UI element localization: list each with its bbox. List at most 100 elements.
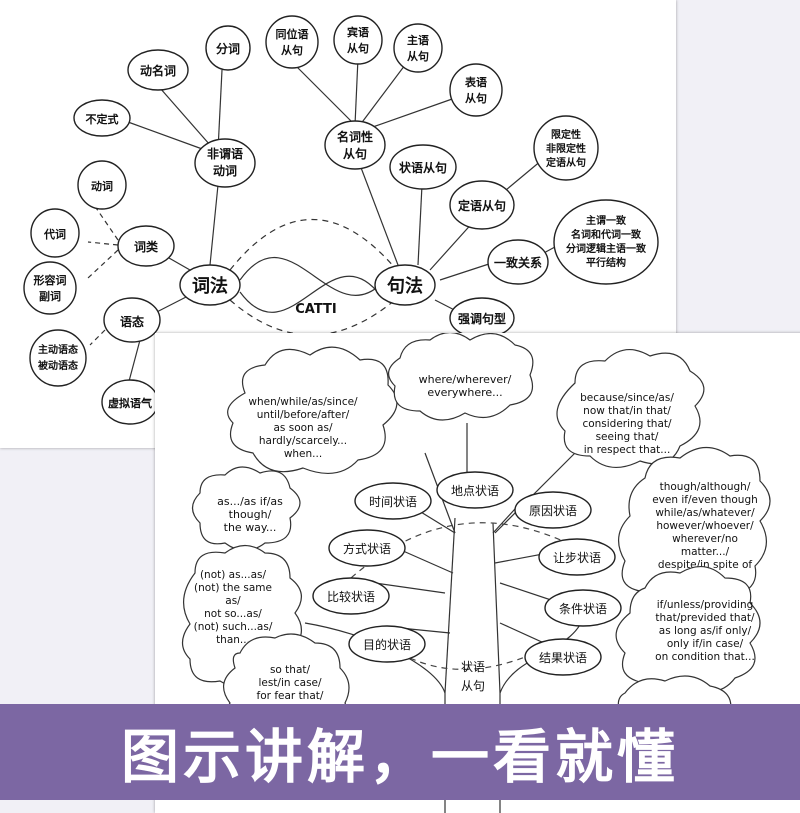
branch-shijian: 时间状语 <box>354 482 432 520</box>
svg-text:though/: though/ <box>229 508 272 521</box>
hub-cifa: 词法 <box>179 264 241 306</box>
svg-text:定语从句: 定语从句 <box>546 156 586 169</box>
svg-text:一致关系: 一致关系 <box>494 255 542 270</box>
svg-text:状语从句: 状语从句 <box>399 160 447 175</box>
svg-text:让步状语: 让步状语 <box>553 551 601 565</box>
node-biaoyu: 表语 从句 <box>449 63 503 117</box>
grammar-mindmap-sheet-back: 词法 句法 CATTI 分词 动名词 不定式 非谓语 动词 动词 代词 词类 形… <box>0 0 676 448</box>
svg-text:hardly/scarcely...: hardly/scarcely... <box>259 435 347 447</box>
svg-text:动名词: 动名词 <box>140 63 176 78</box>
svg-text:主谓一致: 主谓一致 <box>586 214 627 227</box>
svg-text:everywhere...: everywhere... <box>427 386 502 399</box>
svg-text:条件状语: 条件状语 <box>559 602 607 616</box>
svg-text:if/unless/providing: if/unless/providing <box>657 599 754 611</box>
svg-text:however/whoever/: however/whoever/ <box>656 520 754 532</box>
svg-text:主语: 主语 <box>407 33 429 47</box>
svg-text:(not) such...as/: (not) such...as/ <box>194 621 273 633</box>
adverbial-clause-mindmap: when/while/as/since/ until/before/after/… <box>181 333 771 813</box>
grammar-mindmap-back: 词法 句法 CATTI 分词 动名词 不定式 非谓语 动词 动词 代词 词类 形… <box>23 15 659 425</box>
branch-bijiao: 比较状语 <box>312 577 390 615</box>
svg-text:while/as/whatever/: while/as/whatever/ <box>655 507 755 519</box>
svg-text:代词: 代词 <box>43 227 66 241</box>
svg-text:从句: 从句 <box>343 146 367 161</box>
promo-banner: 图示讲解，一看就懂 <box>0 704 800 800</box>
svg-text:分词逻辑主语一致: 分词逻辑主语一致 <box>566 242 647 255</box>
svg-text:for fear that/: for fear that/ <box>257 690 324 702</box>
node-xianding: 限定性 非限定性 定语从句 <box>533 115 599 181</box>
node-daici: 代词 <box>30 208 80 258</box>
cloud-place: where/wherever/ everywhere... <box>388 333 534 421</box>
svg-text:形容词: 形容词 <box>34 273 67 287</box>
svg-text:状语: 状语 <box>461 660 485 674</box>
cloud-time: when/while/as/since/ until/before/after/… <box>227 346 398 475</box>
svg-text:从句: 从句 <box>461 679 485 693</box>
svg-text:虚拟语气: 虚拟语气 <box>108 396 152 410</box>
svg-text:分词: 分词 <box>216 41 240 56</box>
branch-mudi: 目的状语 <box>348 625 426 663</box>
node-dongmingci: 动名词 <box>127 49 189 91</box>
node-qiangdiao: 强调句型 <box>449 297 515 339</box>
svg-text:动词: 动词 <box>91 179 113 193</box>
svg-text:词类: 词类 <box>134 239 159 254</box>
svg-text:even if/even though: even if/even though <box>652 494 758 506</box>
banner-text: 图示讲解，一看就懂 <box>120 723 679 791</box>
node-zhudong: 主动语态 被动语态 <box>29 329 87 387</box>
node-dongci: 动词 <box>77 160 127 210</box>
node-budingshi: 不定式 <box>73 99 131 137</box>
svg-text:比较状语: 比较状语 <box>327 589 375 604</box>
svg-text:定语从句: 定语从句 <box>458 198 506 213</box>
hub-jufa: 句法 <box>374 264 436 306</box>
node-tongweiyu: 同位语 从句 <box>265 15 319 69</box>
svg-text:名词和代词一致: 名词和代词一致 <box>571 228 642 241</box>
hub-cifa-label: 词法 <box>192 275 228 297</box>
svg-text:when...: when... <box>284 448 322 460</box>
svg-text:语态: 语态 <box>120 314 144 329</box>
branch-didian: 地点状语 <box>436 471 514 509</box>
node-binyu: 宾语 从句 <box>333 15 383 65</box>
branch-rangbu: 让步状语 <box>538 538 616 576</box>
svg-text:only if/in case/: only if/in case/ <box>667 638 744 650</box>
svg-text:where/wherever/: where/wherever/ <box>419 373 512 386</box>
node-feiweiyu: 非谓语 动词 <box>194 138 256 188</box>
svg-text:as long as/if only/: as long as/if only/ <box>659 625 752 637</box>
svg-text:than...: than... <box>216 634 250 646</box>
svg-text:though/although/: though/although/ <box>660 481 751 493</box>
node-dingyu: 定语从句 <box>449 180 515 230</box>
svg-text:主动语态: 主动语态 <box>38 343 78 356</box>
center-label: CATTI <box>295 302 336 317</box>
svg-text:as.../as if/as: as.../as if/as <box>217 495 283 508</box>
node-yutai: 语态 <box>103 297 161 343</box>
root-label: 状语 从句 <box>461 660 485 693</box>
svg-text:as soon as/: as soon as/ <box>274 422 333 434</box>
svg-text:表语: 表语 <box>464 75 487 89</box>
svg-text:被动语态: 被动语态 <box>38 359 78 372</box>
svg-text:时间状语: 时间状语 <box>369 495 417 509</box>
svg-text:地点状语: 地点状语 <box>451 484 499 498</box>
svg-text:as/: as/ <box>225 595 241 607</box>
svg-text:considering that/: considering that/ <box>582 418 672 430</box>
svg-text:when/while/as/since/: when/while/as/since/ <box>248 396 358 408</box>
cloud-condition: if/unless/providing that/previded that/ … <box>615 566 761 695</box>
svg-text:not so...as/: not so...as/ <box>204 608 262 620</box>
svg-text:in respect that...: in respect that... <box>584 444 671 456</box>
svg-text:that/previded that/: that/previded that/ <box>655 612 755 624</box>
node-cilei: 词类 <box>117 225 175 267</box>
svg-text:结果状语: 结果状语 <box>539 651 587 665</box>
svg-text:(not) the same: (not) the same <box>194 582 272 594</box>
svg-text:(not) as...as/: (not) as...as/ <box>200 569 267 581</box>
svg-text:on condition that...: on condition that... <box>655 651 755 663</box>
node-zhuyu: 主语 从句 <box>393 23 443 73</box>
svg-text:从句: 从句 <box>281 43 303 57</box>
branch-yuanyin: 原因状语 <box>514 491 592 529</box>
node-yizhi-detail: 主谓一致 名词和代词一致 分词逻辑主语一致 平行结构 <box>553 199 659 285</box>
svg-text:副词: 副词 <box>39 289 61 303</box>
svg-text:seeing that/: seeing that/ <box>596 431 659 443</box>
svg-text:原因状语: 原因状语 <box>529 504 577 518</box>
svg-text:名词性: 名词性 <box>337 129 373 144</box>
svg-text:because/since/as/: because/since/as/ <box>580 392 674 404</box>
cloud-manner: as.../as if/as though/ the way... <box>191 466 301 552</box>
branch-jieguo: 结果状语 <box>524 638 602 676</box>
svg-text:so that/: so that/ <box>270 664 311 676</box>
connector-lines <box>87 57 569 386</box>
node-mingcixing: 名词性 从句 <box>324 120 386 170</box>
